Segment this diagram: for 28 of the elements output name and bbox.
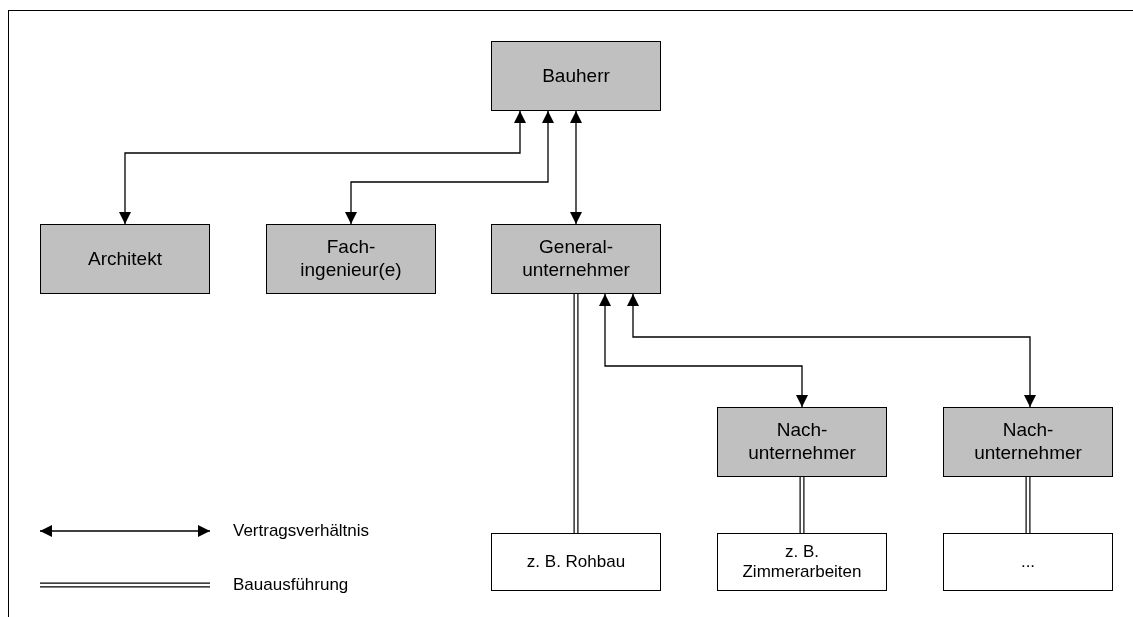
box-label: z. B. Zimmerarbeiten: [741, 541, 863, 583]
role-box: [491, 41, 661, 111]
legend-label: Vertragsverhältnis: [233, 521, 370, 541]
arrow: [570, 110, 582, 225]
box-label: Nach- unternehmer: [747, 419, 857, 465]
box-label: Fach- ingenieur(e): [299, 236, 403, 282]
role-box: [717, 407, 887, 477]
box-label: ...: [1020, 551, 1036, 573]
box-label: Architekt: [88, 247, 162, 271]
box-label: Nach- unternehmer: [973, 419, 1083, 465]
arrow: [627, 293, 1036, 408]
role-box: [40, 224, 210, 294]
work-box: [717, 533, 887, 591]
work-box: [943, 533, 1113, 591]
role-box: [491, 224, 661, 294]
double-line: [573, 294, 579, 533]
box-label: z. B. Rohbau: [526, 551, 626, 573]
double-line: [1025, 477, 1031, 533]
role-box: [266, 224, 436, 294]
box-label: Bauherr: [542, 64, 610, 88]
arrow: [345, 110, 554, 225]
arrow: [599, 293, 808, 408]
role-box: [943, 407, 1113, 477]
double-line: [799, 477, 805, 533]
arrow: [119, 110, 526, 225]
legend-label: Bauausführung: [233, 575, 349, 595]
box-label: General- unternehmer: [521, 236, 631, 282]
work-box: [491, 533, 661, 591]
